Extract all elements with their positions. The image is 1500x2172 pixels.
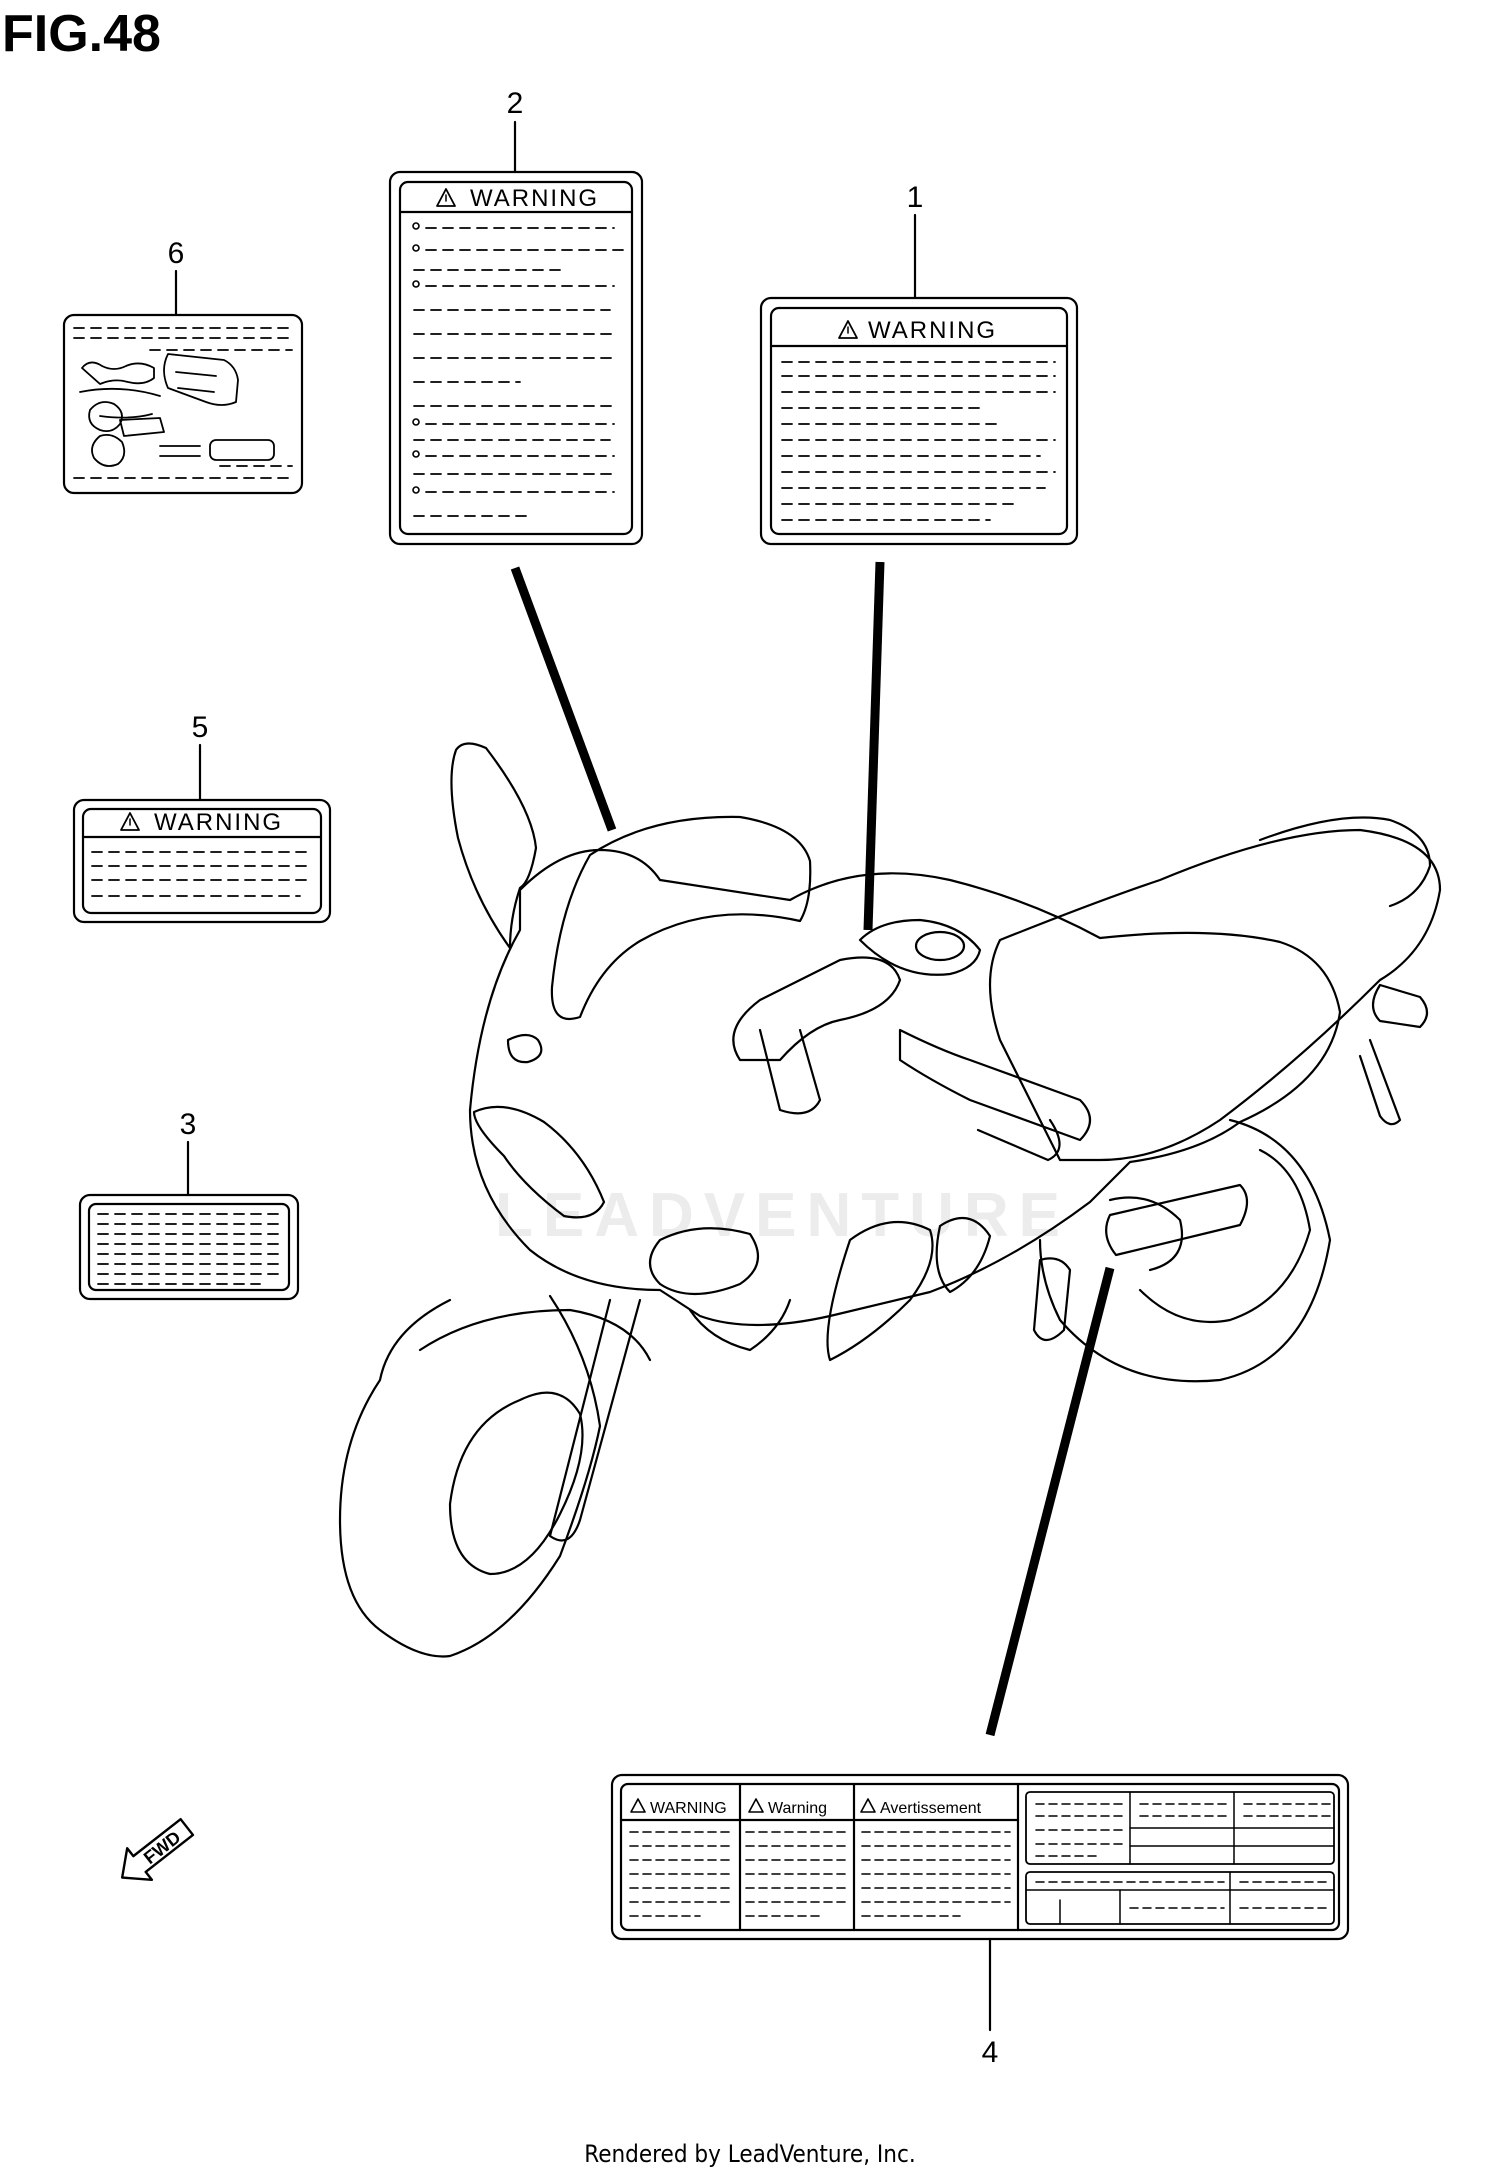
- fairing-decal-2: [472, 1105, 606, 1219]
- footpeg-plate: [1105, 1183, 1249, 1257]
- pointer-lines: [510, 561, 1115, 1737]
- warning-triangle-icon: [838, 320, 858, 339]
- figure-title: FIG.48: [2, 5, 161, 63]
- warning-triangle-icon: [748, 1798, 764, 1813]
- label-1-text-lines: [781, 361, 1056, 521]
- callout-6-number: 6: [168, 237, 185, 270]
- pointer-label-2: [510, 566, 617, 832]
- label-3-text-lines: [97, 1213, 281, 1285]
- label-4-outer[interactable]: [610, 1773, 1350, 1941]
- handlebar-right: [898, 1028, 1092, 1142]
- handlebar-left: [732, 956, 902, 1062]
- callout-1-number: 1: [907, 181, 924, 214]
- label-4-group: WARNING Warning Avertissement: [610, 1773, 1350, 2069]
- warning-triangle-icon: [630, 1798, 646, 1813]
- callout-2-number: 2: [507, 87, 524, 120]
- fairing-decal-1: [506, 1033, 543, 1064]
- label-3-inner: [87, 1202, 291, 1292]
- fairing-decal-4: [826, 1220, 934, 1362]
- tail-light: [1371, 983, 1429, 1029]
- label-5-group: 5 WARNING: [72, 711, 332, 924]
- label-4-avertissement: Avertissement: [880, 1800, 982, 1817]
- fairing-decal-3: [648, 1227, 760, 1296]
- tank-panel: [858, 918, 982, 976]
- label-2-inner: [398, 180, 634, 536]
- warning-triangle-icon: [120, 812, 140, 831]
- label-5-text-lines: [91, 851, 313, 897]
- fuel-cap: [914, 930, 966, 962]
- front-wheel-outer: [338, 1294, 602, 1658]
- label-4-table-bottom: [1025, 1871, 1335, 1925]
- label-5-outer[interactable]: [72, 798, 332, 924]
- label-1-outer[interactable]: [759, 296, 1079, 546]
- seat: [988, 828, 1442, 1162]
- label-2-bullets: [412, 222, 420, 494]
- warning-triangle-icon: [860, 1798, 876, 1813]
- label-2-warning-text: WARNING: [470, 185, 599, 212]
- label-1-inner: [769, 306, 1069, 536]
- callout-5-number: 5: [192, 711, 209, 744]
- footer-credit: Rendered by LeadVenture, Inc.: [584, 2140, 916, 2168]
- label-6-outer[interactable]: [62, 313, 304, 495]
- motorcycle-outline: [338, 742, 1442, 1658]
- label-2-text-lines: [413, 227, 625, 517]
- label-1-warning-text: WARNING: [868, 317, 997, 344]
- label-2-outer[interactable]: [388, 170, 644, 546]
- mirror-left: [450, 742, 538, 950]
- label-4-table-grid: [1025, 1791, 1335, 1925]
- front-fender: [688, 1298, 792, 1352]
- label-4-text-lines: [629, 1831, 1011, 1917]
- label-5-inner: [81, 807, 323, 915]
- fairing-body: [468, 848, 1342, 1327]
- label-2-group: 2 WARNING: [388, 87, 644, 546]
- label-6-text-lines: [73, 327, 293, 479]
- swingarm: [1108, 1196, 1184, 1272]
- rear-fender: [1358, 1038, 1402, 1126]
- rear-set: [1032, 1257, 1072, 1342]
- label-3-outer[interactable]: [78, 1193, 300, 1301]
- callout-4-number: 4: [982, 2036, 999, 2069]
- rear-wheel-inner: [1138, 1148, 1312, 1324]
- pointer-label-1: [863, 561, 885, 931]
- windscreen: [550, 815, 812, 1020]
- tail-cowl: [1258, 816, 1432, 908]
- label-6-sketch: [79, 353, 275, 467]
- rear-wheel-outer: [1038, 1118, 1332, 1383]
- warning-triangle-icon: [436, 188, 456, 207]
- label-4-table-text: [1035, 1803, 1331, 1909]
- label-3-group: 3: [78, 1108, 300, 1301]
- lower-fairing: [418, 1308, 652, 1362]
- grip-right: [976, 1118, 1061, 1162]
- label-4-inner: [619, 1782, 1341, 1932]
- label-1-group: 1 WARNING: [759, 181, 1079, 546]
- label-6-group: 6: [62, 237, 304, 495]
- fwd-arrow-icon: FWD: [120, 1817, 195, 1881]
- callout-3-number: 3: [180, 1108, 197, 1141]
- label-5-warning-text: WARNING: [154, 809, 283, 836]
- fairing-decal-5: [935, 1216, 992, 1294]
- label-4-warning-1: WARNING: [650, 1800, 727, 1817]
- label-4-warning-2: Warning: [768, 1800, 827, 1817]
- pointer-label-4: [985, 1266, 1115, 1737]
- front-fork: [548, 1298, 642, 1542]
- fork-top: [758, 1028, 822, 1115]
